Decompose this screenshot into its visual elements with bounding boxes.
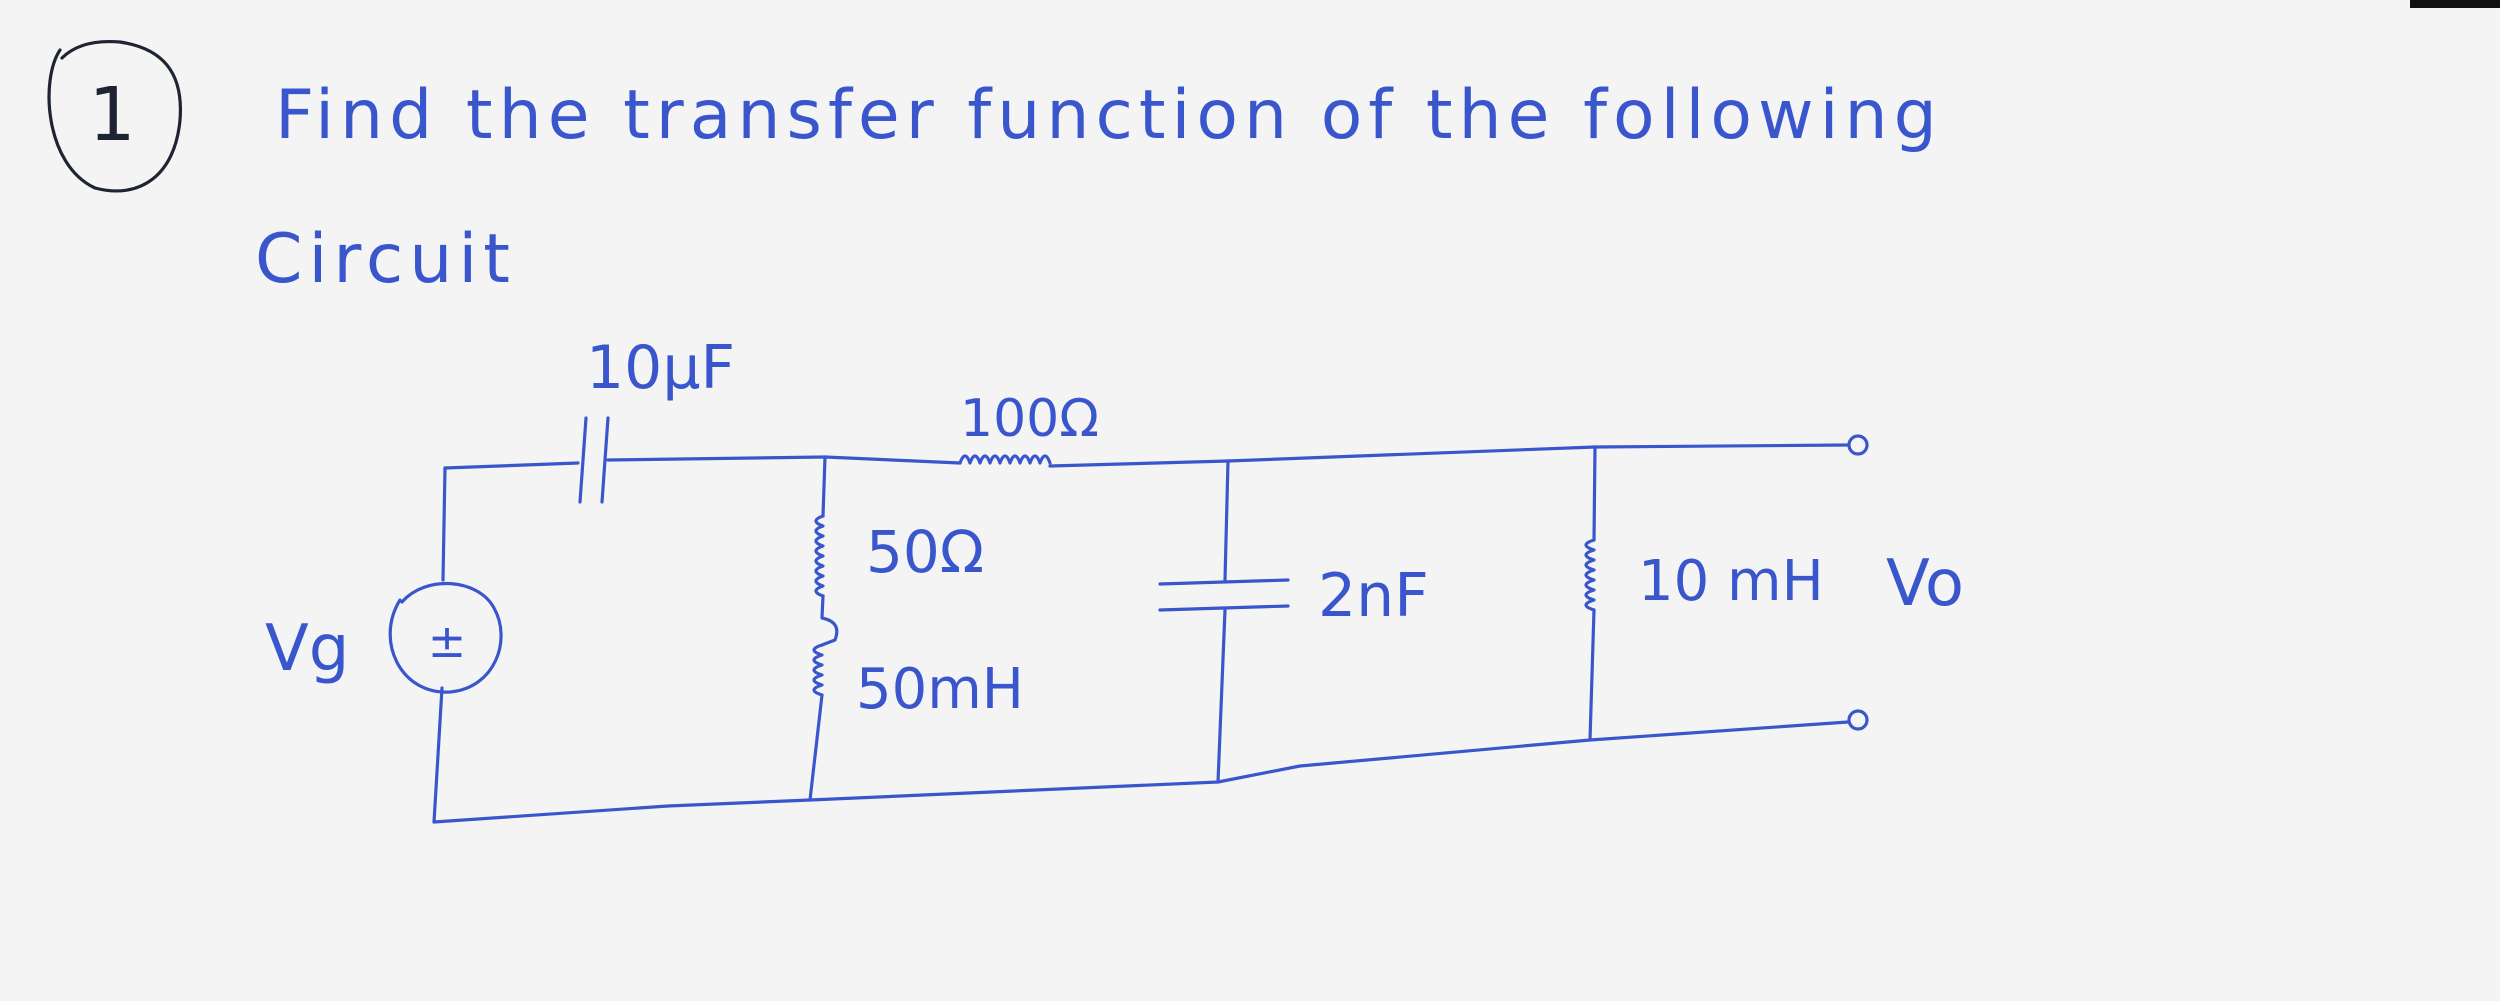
output-terminal-top[interactable] bbox=[1847, 434, 1869, 456]
resistor-shunt-label: 50Ω bbox=[866, 518, 984, 586]
wire-shunt1-mid bbox=[820, 594, 839, 647]
wire-shunt2-bottom bbox=[1216, 608, 1227, 784]
voltage-source-polarity: ± bbox=[428, 614, 467, 668]
wire-shunt1-bottom bbox=[808, 693, 824, 802]
wire-shunt2-top bbox=[1223, 459, 1230, 582]
wire-shunt1-top bbox=[821, 455, 827, 518]
problem-number: 1 bbox=[47, 39, 183, 193]
inductor-out-symbol bbox=[1584, 538, 1596, 612]
capacitor-shunt-plate-b bbox=[1158, 604, 1290, 612]
problem-number-text: 1 bbox=[88, 72, 135, 158]
wire-bottom bbox=[432, 720, 1850, 824]
inductor-out-label: 10 mH bbox=[1638, 549, 1824, 614]
capacitor-series-plate-b bbox=[600, 416, 610, 504]
problem-statement-line1: Find the transfer function of the follow… bbox=[275, 76, 1943, 155]
resistor-shunt-symbol bbox=[814, 514, 825, 598]
resistor-series-symbol bbox=[958, 454, 1052, 465]
wire-resistor-to-node bbox=[1048, 459, 1230, 468]
output-voltage-label: Vo bbox=[1886, 547, 1964, 621]
inductor-shunt-label: 50mH bbox=[856, 657, 1024, 722]
wire-top-left bbox=[443, 461, 580, 470]
wire-shunt3-top bbox=[1592, 445, 1597, 542]
wire-left-top bbox=[441, 466, 447, 582]
wire-output-top bbox=[1593, 443, 1850, 449]
wire-node-to-resistor bbox=[823, 455, 962, 465]
problem-statement-line2: Circuit bbox=[255, 220, 516, 299]
output-terminal-bottom[interactable] bbox=[1847, 709, 1869, 731]
resistor-series-label: 100Ω bbox=[960, 389, 1099, 449]
inductor-shunt-symbol bbox=[812, 643, 824, 697]
voltage-source-circle bbox=[388, 582, 503, 694]
wire-shunt3-bottom bbox=[1588, 608, 1596, 742]
wire-top-right bbox=[1226, 445, 1597, 463]
capacitor-series-plate-a bbox=[578, 416, 588, 504]
capacitor-shunt-label: 2nF bbox=[1318, 561, 1429, 631]
capacitor-shunt-plate-a bbox=[1158, 578, 1290, 586]
circuit-diagram: ± Vg 10μF 100Ω 50Ω 50mH 2nF 10 mH Vo bbox=[265, 333, 1964, 824]
wire-left-bottom bbox=[432, 686, 444, 824]
capacitor-series-label: 10μF bbox=[586, 333, 735, 403]
wire-cap-to-node bbox=[606, 455, 827, 462]
voltage-source: ± bbox=[388, 582, 503, 694]
corner-mark bbox=[2410, 0, 2500, 8]
source-label: Vg bbox=[265, 612, 349, 686]
